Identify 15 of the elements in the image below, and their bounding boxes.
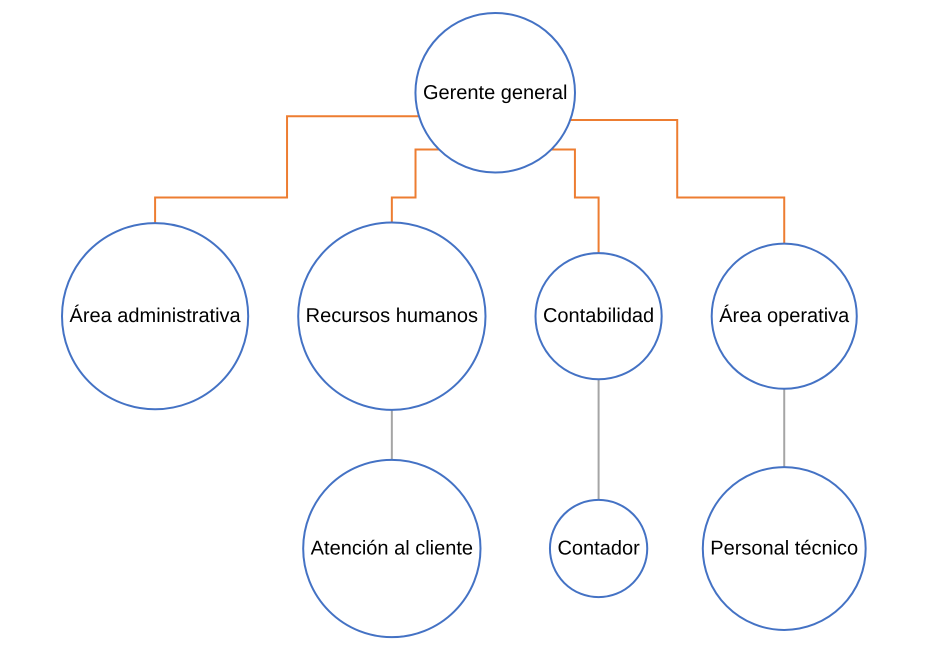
connector bbox=[598, 378, 600, 502]
node-circle: Gerente general bbox=[414, 12, 576, 174]
connector bbox=[154, 116, 420, 224]
node-circle: Personal técnico bbox=[702, 466, 867, 632]
node-circle: Recursos humanos bbox=[297, 222, 487, 412]
connector bbox=[783, 388, 786, 468]
node-circle: Atención al cliente bbox=[302, 459, 482, 639]
node-circle: Contabilidad bbox=[534, 252, 663, 381]
node-circle: Contador bbox=[549, 499, 648, 599]
connector bbox=[570, 119, 786, 246]
node-circle: Área administrativa bbox=[61, 222, 250, 411]
connector bbox=[391, 148, 440, 224]
node-circle: Área operativa bbox=[710, 243, 858, 390]
connector bbox=[551, 148, 600, 254]
connector bbox=[391, 409, 393, 462]
